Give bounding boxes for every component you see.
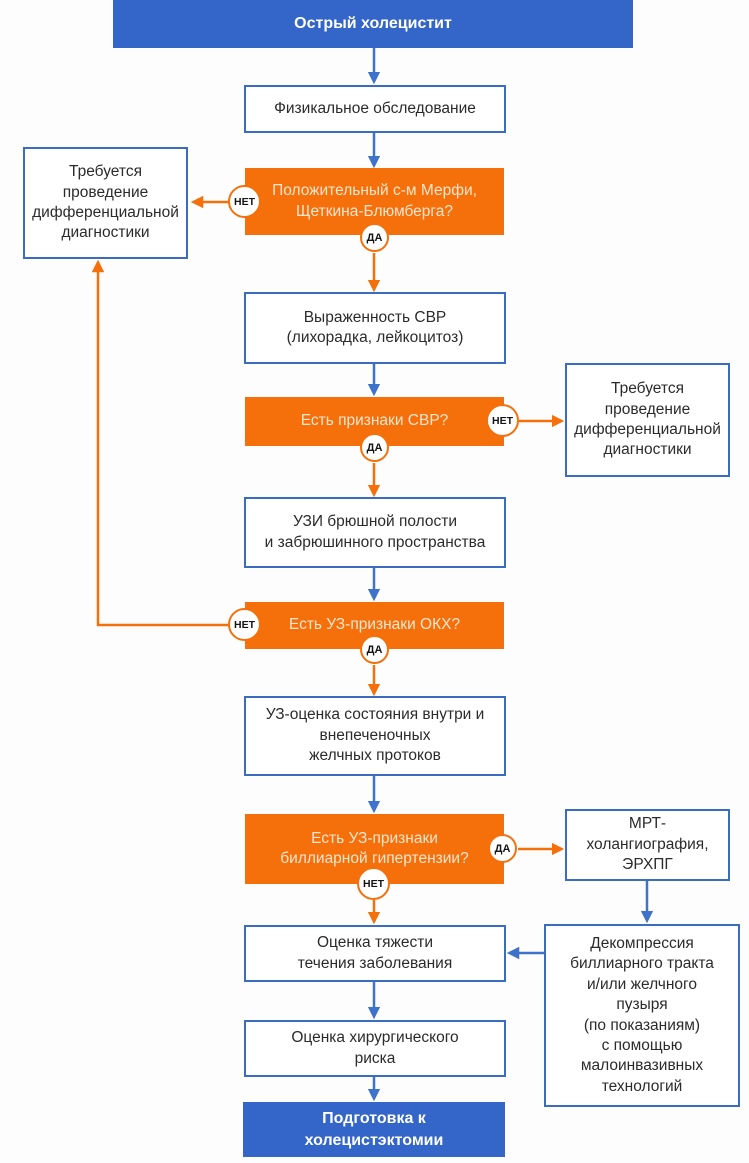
mrt-box: МРТ- холангиография, ЭРХПГ — [565, 809, 730, 881]
duct-assessment-box: УЗ-оценка состояния внутри и внепеченочн… — [244, 696, 506, 776]
okh-no-badge: НЕТ — [228, 608, 261, 641]
severity-assessment-box: Оценка тяжести течения заболевания — [244, 925, 506, 982]
svr-severity-box: Выраженность СВР (лихорадка, лейкоцитоз) — [244, 292, 506, 364]
diff-diagnosis-right-box: Требуется проведение дифференциальной ди… — [565, 363, 730, 477]
murphy-no-badge: НЕТ — [228, 185, 261, 218]
biliary-yes-badge: ДА — [488, 834, 517, 863]
svr-yes-badge: ДА — [360, 433, 389, 462]
okh-yes-badge: ДА — [360, 635, 389, 664]
diff-diagnosis-left-box: Требуется проведение дифференциальной ди… — [23, 147, 188, 259]
svr-no-badge: НЕТ — [486, 404, 519, 437]
biliary-no-badge: НЕТ — [357, 867, 390, 900]
end-box: Подготовка к холецистэктомии — [243, 1102, 505, 1157]
ultrasound-box: УЗИ брюшной полости и забрюшинного прост… — [244, 497, 506, 568]
start-box: Острый холецистит — [113, 0, 633, 48]
arrow-okh-no-to-diff-left — [91, 259, 229, 627]
murphy-yes-badge: ДА — [360, 223, 389, 252]
decompression-box: Декомпрессия биллиарного тракта и/или же… — [544, 924, 740, 1107]
physical-exam-box: Физикальное обследование — [244, 85, 506, 133]
surgical-risk-box: Оценка хирургического риска — [244, 1020, 506, 1077]
